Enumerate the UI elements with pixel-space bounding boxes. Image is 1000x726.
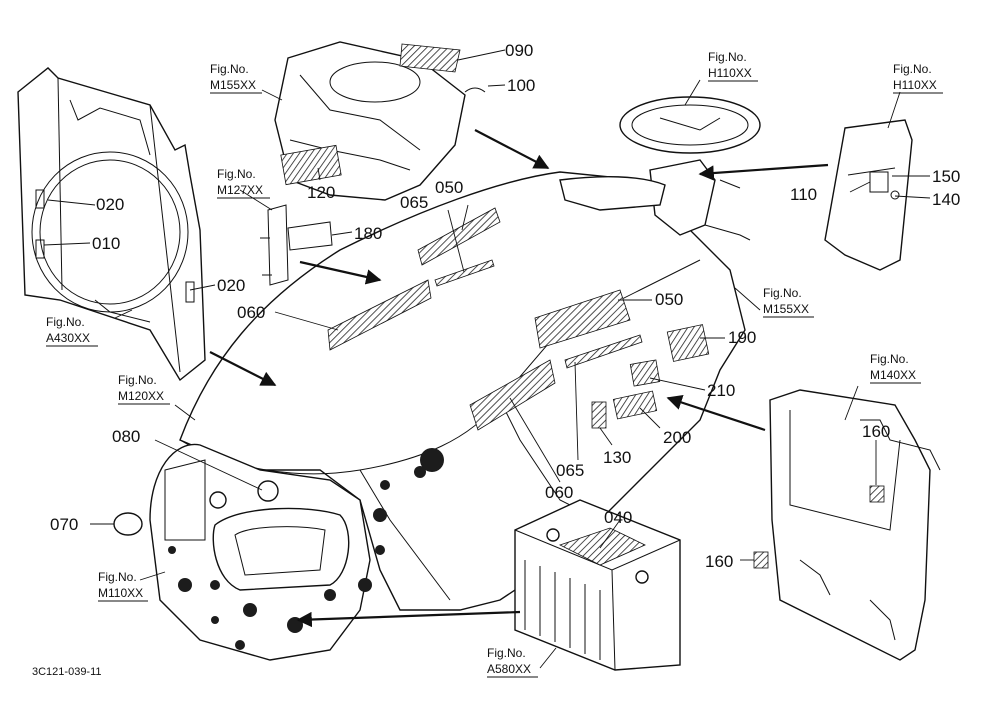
fig-ref-m120: Fig.No. M120XX [118,373,170,405]
svg-text:Fig.No.: Fig.No. [210,62,249,76]
svg-text:H110XX: H110XX [708,66,752,80]
fig-ref-m140: Fig.No. M140XX [870,352,921,384]
svg-text:M120XX: M120XX [118,389,164,403]
callout-020-top: 020 [96,195,124,214]
callout-060-left: 060 [237,303,265,322]
callout-150: 150 [932,167,960,186]
svg-text:M155XX: M155XX [210,78,256,92]
assembly-arrows [209,129,829,628]
fig-ref-a580: Fig.No. A580XX [487,646,538,678]
callout-065-top: 065 [400,193,428,212]
column-cover [824,119,913,271]
svg-text:Fig.No.: Fig.No. [118,373,157,387]
fig-ref-h110-right: Fig.No. H110XX [893,62,943,94]
bracket-180 [260,204,333,286]
radiator-panel [17,67,206,382]
svg-text:A580XX: A580XX [487,662,531,676]
callout-065-side: 065 [556,461,584,480]
callout-080: 080 [112,427,140,446]
svg-text:A430XX: A430XX [46,331,90,345]
hood-top-panel [274,41,486,201]
callout-200: 200 [663,428,691,447]
filler-cap-070 [113,512,143,536]
drawing-code: 3C121-039-11 [32,666,102,678]
svg-text:H110XX: H110XX [893,78,937,92]
figure-references: Fig.No. M155XX Fig.No. M127XX Fig.No. A4… [46,50,943,678]
callout-160-top: 160 [862,422,890,441]
svg-text:M140XX: M140XX [870,368,916,382]
callout-060-side: 060 [545,483,573,502]
callout-130: 130 [603,448,631,467]
callout-210: 210 [707,381,735,400]
fig-ref-m155-right: Fig.No. M155XX [763,286,814,318]
svg-text:Fig.No.: Fig.No. [98,570,137,584]
callout-100: 100 [507,76,535,95]
steering-assembly [559,96,761,241]
hood-body [149,171,746,661]
callout-120: 120 [307,183,335,202]
hood-decals [327,207,710,431]
callout-160-bottom: 160 [705,552,733,571]
callout-180: 180 [354,224,382,243]
svg-text:Fig.No.: Fig.No. [46,315,85,329]
svg-text:Fig.No.: Fig.No. [487,646,526,660]
callout-050-top: 050 [435,178,463,197]
fig-ref-m155-top: Fig.No. M155XX [210,62,262,94]
callout-140: 140 [932,190,960,209]
rear-frame [753,389,941,661]
svg-text:Fig.No.: Fig.No. [870,352,909,366]
callout-190: 190 [728,328,756,347]
svg-text:M127XX: M127XX [217,183,263,197]
callout-010: 010 [92,234,120,253]
fig-ref-m127: Fig.No. M127XX [217,167,270,199]
fig-ref-a430: Fig.No. A430XX [46,315,98,347]
svg-text:Fig.No.: Fig.No. [217,167,256,181]
callout-labels: 090 100 120 050 065 180 060 020 010 020 … [50,41,960,571]
fig-ref-h110-wheel: Fig.No. H110XX [708,50,758,82]
leader-lines [43,49,931,669]
callout-050-side: 050 [655,290,683,309]
fig-ref-m110: Fig.No. M110XX [98,570,148,602]
svg-text:Fig.No.: Fig.No. [763,286,802,300]
svg-text:M155XX: M155XX [763,302,809,316]
battery [514,499,681,671]
svg-text:M110XX: M110XX [98,586,143,600]
callout-090: 090 [505,41,533,60]
svg-text:Fig.No.: Fig.No. [708,50,747,64]
svg-text:Fig.No.: Fig.No. [893,62,932,76]
callout-070: 070 [50,515,78,534]
callout-020-bottom: 020 [217,276,245,295]
callout-040: 040 [604,508,632,527]
callout-110: 110 [790,185,817,204]
